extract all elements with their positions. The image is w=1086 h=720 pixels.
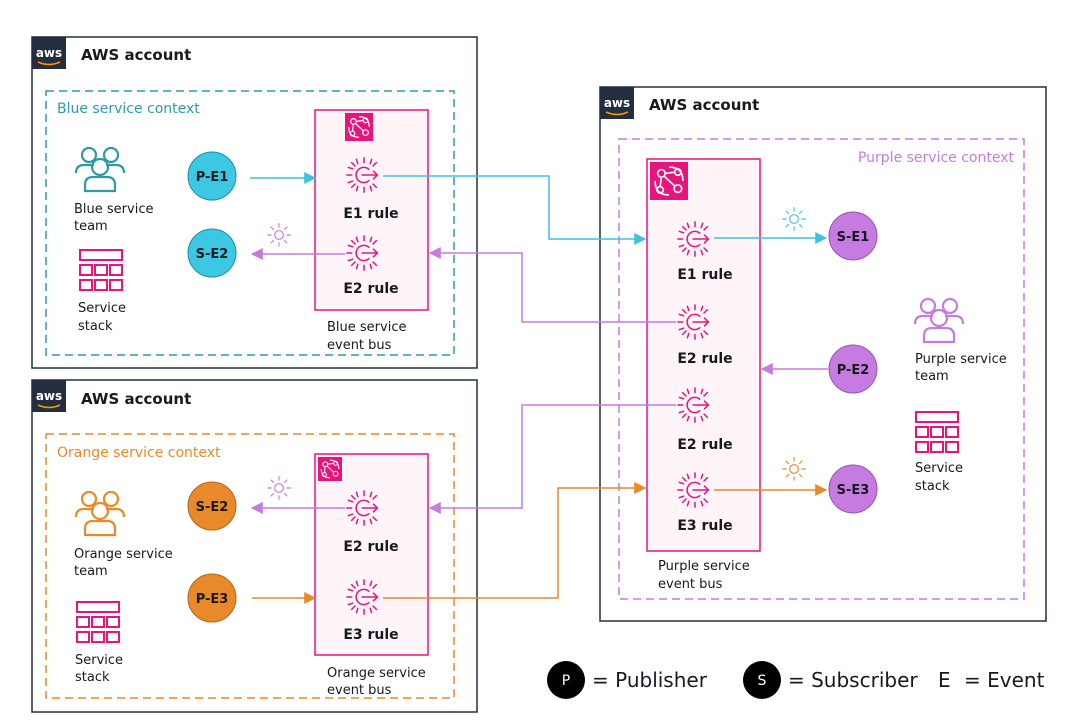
rule-label: E2 rule: [343, 281, 398, 297]
team-label-line1: Purple service: [915, 352, 1007, 367]
subscriber-node: [187, 481, 237, 531]
publisher-legend-badge: [547, 661, 585, 699]
svg-text:aws: aws: [36, 389, 62, 403]
aws-logo-icon: aws: [32, 380, 66, 412]
eventbridge-icon: [650, 162, 688, 200]
node-label: S-E2: [196, 247, 229, 262]
event-bus: [314, 109, 429, 311]
flow-arrow: [428, 404, 676, 514]
legend: P = Publisher S = Subscriber E = Event: [547, 661, 1045, 699]
blue-context-box: [45, 90, 455, 356]
node-label: P-E3: [196, 592, 229, 607]
publisher-node: [187, 151, 237, 201]
eventbridge-icon: [345, 113, 373, 141]
account-title: AWS account: [81, 46, 191, 64]
rule-label: E1 rule: [343, 206, 398, 222]
node-label: P-E1: [196, 170, 229, 185]
legend-publisher: = Publisher: [592, 668, 708, 692]
publisher-node: [187, 573, 237, 623]
flow-arrow: [428, 247, 676, 323]
event-bus: [314, 453, 429, 656]
purple-account: aws AWS account Purple service context P…: [599, 86, 1047, 622]
context-label: Blue service context: [57, 101, 200, 117]
team-label-line2: team: [915, 369, 949, 384]
orange-account: aws AWS account Orange service context O…: [31, 379, 478, 713]
context-label: Orange service context: [57, 445, 221, 461]
svg-text:aws: aws: [36, 46, 62, 60]
aws-logo-icon: aws: [600, 87, 634, 119]
legend-event: = Event: [964, 668, 1045, 692]
purple-context-box: [618, 138, 1025, 600]
context-label: Purple service context: [858, 150, 1015, 166]
bus-label-line1: Purple service: [658, 559, 750, 574]
bus-label-line2: event bus: [327, 683, 392, 698]
node-label: P-E2: [837, 363, 870, 378]
blue-account: aws AWS account Blue service context Blu…: [31, 36, 478, 369]
stack-label-line1: Service: [915, 461, 963, 476]
rule-label: E3 rule: [343, 627, 398, 643]
eventbridge-icon: [318, 457, 342, 481]
node-label: S-E2: [196, 500, 229, 515]
legend-subscriber: = Subscriber: [788, 668, 918, 692]
subscriber-legend-badge: [743, 661, 781, 699]
team-label-line1: Orange service: [74, 547, 173, 562]
bus-label-line1: Blue service: [327, 320, 406, 335]
flow-arrow: [383, 175, 647, 245]
account-title: AWS account: [649, 96, 759, 114]
team-label-line2: team: [74, 564, 108, 579]
orange-context-box: [45, 433, 455, 699]
bus-label-line2: event bus: [327, 338, 392, 353]
stack-label-line2: stack: [75, 670, 110, 685]
rule-label: E1 rule: [677, 267, 732, 283]
legend-s-badge: S: [758, 673, 767, 689]
team-label-line2: team: [74, 219, 108, 234]
node-label: S-E3: [837, 483, 870, 498]
svg-text:aws: aws: [604, 96, 630, 110]
aws-logo-icon: aws: [32, 37, 66, 69]
account-title: AWS account: [81, 390, 191, 408]
subscriber-node: [187, 228, 237, 278]
bus-label-line1: Orange service: [327, 666, 426, 681]
stack-label-line1: Service: [75, 653, 123, 668]
subscriber-node: [828, 464, 878, 514]
event-bus: [646, 158, 761, 552]
node-label: S-E1: [837, 230, 870, 245]
stack-label-line2: stack: [78, 319, 113, 334]
legend-p-badge: P: [562, 673, 570, 689]
legend-e-letter: E: [938, 668, 951, 692]
team-label-line1: Blue service: [74, 202, 153, 217]
stack-label-line1: Service: [78, 301, 126, 316]
stack-label-line2: stack: [915, 479, 950, 494]
subscriber-node: [828, 211, 878, 261]
flow-arrow: [383, 482, 647, 599]
rule-label: E3 rule: [677, 518, 732, 534]
rule-label: E2 rule: [677, 437, 732, 453]
publisher-node: [828, 344, 878, 394]
rule-label: E2 rule: [677, 351, 732, 367]
event-flows: [250, 172, 828, 604]
bus-label-line2: event bus: [658, 577, 723, 592]
rule-label: E2 rule: [343, 539, 398, 555]
